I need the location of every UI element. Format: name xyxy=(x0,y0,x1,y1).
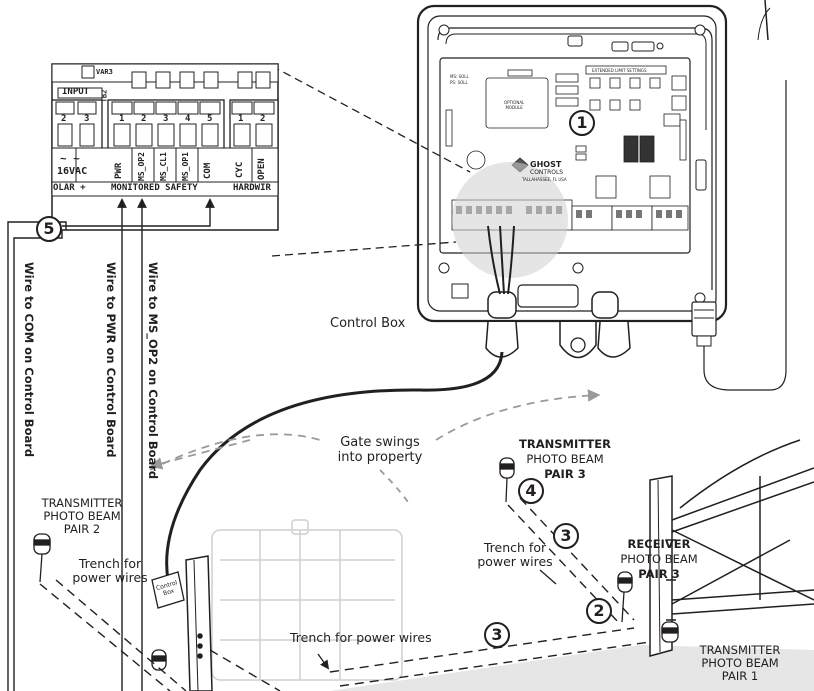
gate-swing-arrow-left xyxy=(149,439,251,470)
board-wires xyxy=(487,225,515,295)
callout-1: 1 xyxy=(569,110,595,136)
input-label: INPUT xyxy=(62,87,90,97)
trench-label-right: Trench for power wires xyxy=(477,540,553,570)
sensor-pair3-receiver xyxy=(617,571,633,623)
monitored-number-2: 2 xyxy=(141,114,147,124)
trench-right-arrow xyxy=(539,569,557,585)
monitored-number-1: 1 xyxy=(119,114,125,124)
zoom-line-bottom xyxy=(271,241,457,257)
callout-5: 5 xyxy=(36,216,62,242)
pcb-ps-label: PS: SOLL xyxy=(450,80,468,85)
input-number-3: 3 xyxy=(84,114,90,124)
monitored-number-3: 3 xyxy=(163,114,169,124)
wire-com-label: Wire to COM on Control Board xyxy=(22,262,36,458)
control-box-label: Control Box xyxy=(330,316,406,331)
right-gate xyxy=(649,439,814,657)
terminal-cyc: CYC xyxy=(235,161,245,178)
trench-label-bottom: Trench for power wires xyxy=(290,630,432,645)
mini-control-box xyxy=(151,571,185,609)
monitored-number-4: 4 xyxy=(185,114,191,124)
monitored-number-5: 5 xyxy=(207,114,213,124)
terminal-closeup xyxy=(51,63,279,231)
transmitter-pair3-line3: PAIR 3 xyxy=(544,467,586,481)
transmitter-pair3-title: TRANSMITTER xyxy=(519,437,611,451)
transmitter-pair1-label: TRANSMITTER PHOTO BEAM PAIR 1 xyxy=(699,643,781,684)
callout-2: 2 xyxy=(586,598,612,624)
monitored-safety-label: MONITORED SAFETY xyxy=(111,183,198,193)
receiver-pair3-line2: PHOTO BEAM xyxy=(620,552,698,566)
var3-label: VAR3 xyxy=(96,68,113,76)
callout-4: 4 xyxy=(518,478,544,504)
pcb-brand: GHOST xyxy=(530,160,562,169)
trenches xyxy=(39,497,651,691)
terminal-ms-op2: MS_OP2 xyxy=(137,152,146,181)
closeup-wires xyxy=(7,198,215,691)
gate-swings-label: Gate swings into property xyxy=(337,435,423,465)
input-voltage: 16VAC xyxy=(57,166,88,177)
input-tilde: ~ ~ xyxy=(60,152,80,165)
terminal-highlight-circle xyxy=(452,162,568,278)
receiver-pair3-title: RECEIVER xyxy=(627,537,691,551)
terminal-com: COM xyxy=(203,162,213,179)
callout-3-bottom: 3 xyxy=(484,622,510,648)
trench-bottom-arrow xyxy=(317,653,330,670)
callout-3-right: 3 xyxy=(553,523,579,549)
terminal-open: OPEN xyxy=(257,158,267,180)
hardwire-number-2: 2 xyxy=(260,114,266,124)
terminal-ms-op1: MS_OP1 xyxy=(181,152,190,181)
sensor-pair1-transmitter xyxy=(661,621,679,643)
receiver-pair3-line3: PAIR 3 xyxy=(638,567,680,581)
ground-shade xyxy=(330,645,814,691)
pcb-extended-limit: EXTENDED LIMIT SETTINGS xyxy=(592,68,647,73)
hardwire-number-1: 1 xyxy=(238,114,244,124)
wire-ms-op2-label: Wire to MS_OP2 on Control Board xyxy=(146,262,160,480)
sensor-pair2-transmitter xyxy=(33,533,51,583)
pcb-optional-module: OPTIONAL MODULE xyxy=(504,100,525,110)
box-cable xyxy=(165,351,504,581)
pcb-ms-label: MS: SOLL xyxy=(450,74,469,79)
transmitter-pair3-line2: PHOTO BEAM xyxy=(526,452,604,466)
wire-pwr-label: Wire to PWR on Control Board xyxy=(104,262,118,458)
terminal-ms-cl1: MS_CL1 xyxy=(159,152,168,181)
pcb-brand-2: CONTROLS xyxy=(530,169,564,176)
sensor-gate-left xyxy=(151,649,167,671)
gate-swing-arrow xyxy=(149,395,598,471)
left-post xyxy=(185,555,213,691)
sensor-pair3-transmitter xyxy=(499,457,515,503)
terminal-pwr: PWR xyxy=(114,162,124,179)
hardwire-label: HARDWIR xyxy=(233,183,271,193)
faded-gate xyxy=(211,519,403,681)
input-number-2: 2 xyxy=(61,114,67,124)
trench-label-left: Trench for power wires xyxy=(72,556,148,586)
gate-swing-arrow-down xyxy=(379,469,411,506)
pcb-location: TALLAHASSEE, FL USA xyxy=(522,177,567,182)
tb2-label: TB2 xyxy=(100,89,109,103)
zoom-line-top xyxy=(271,65,471,173)
transmitter-pair2-label: TRANSMITTER PHOTO BEAM PAIR 2 xyxy=(41,496,123,537)
input-bottom-label: OLAR + xyxy=(53,183,86,193)
